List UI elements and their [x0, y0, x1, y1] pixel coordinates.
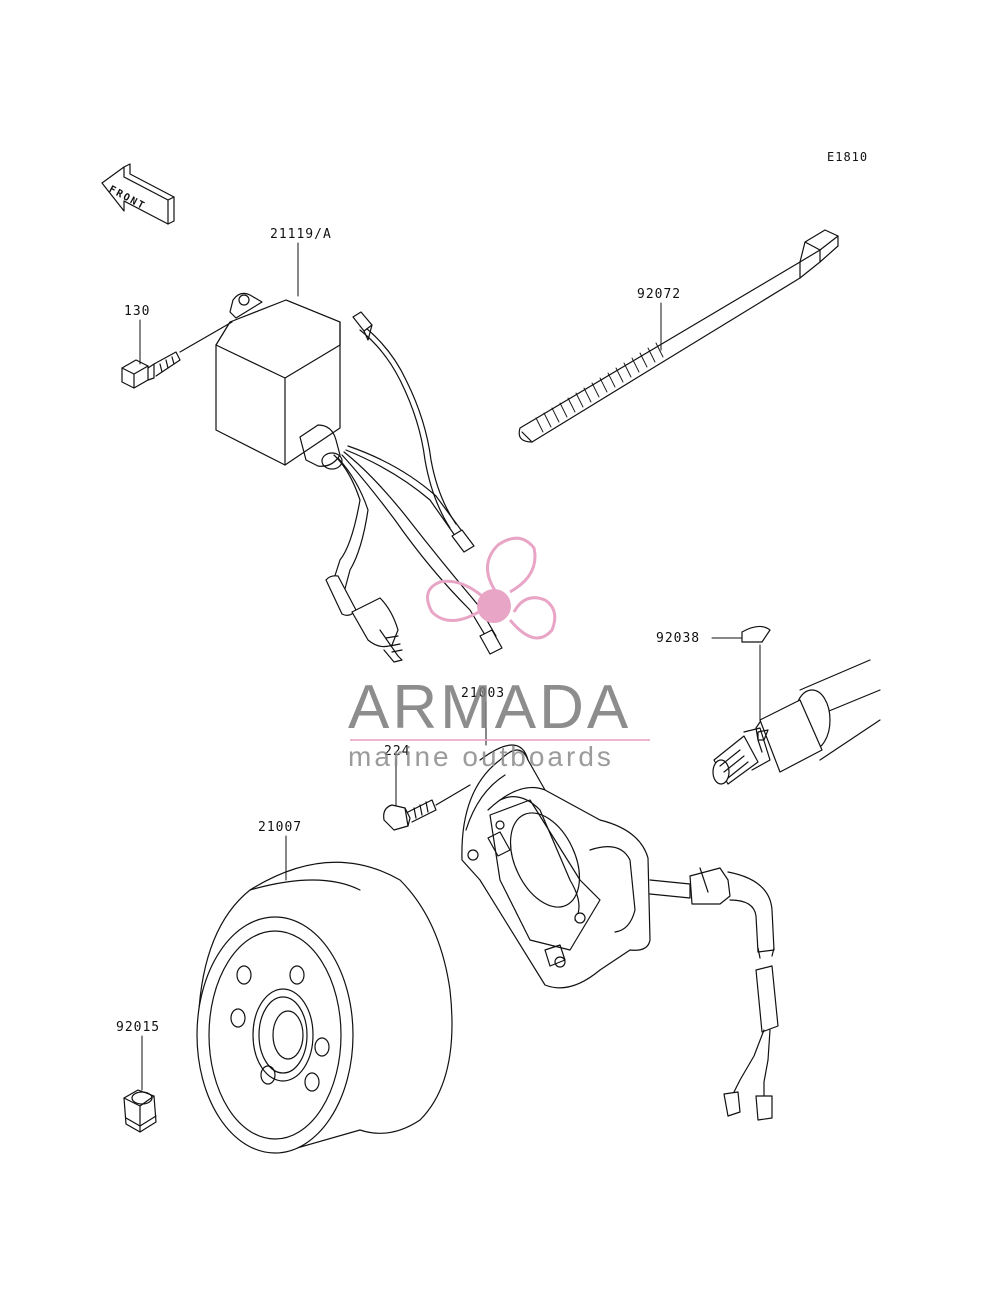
part-label-92015: 92015 — [116, 1020, 161, 1035]
part-label-130: 130 — [124, 304, 151, 319]
leader-lines — [140, 243, 760, 1090]
bolt-130-drawing — [122, 322, 232, 388]
nut-92015-drawing — [124, 1090, 156, 1132]
part-label-92038: 92038 — [656, 631, 701, 646]
front-arrow-icon — [102, 164, 174, 224]
part-label-21003: 21003 — [461, 686, 506, 701]
part-label-224: 224 — [384, 744, 411, 759]
watermark-divider — [350, 739, 650, 741]
cable-band-drawing — [519, 230, 838, 442]
diagram-code: E1810 — [827, 150, 869, 164]
woodruff-key-drawing — [742, 626, 770, 642]
flywheel-drawing — [197, 862, 452, 1153]
part-label-21119a: 21119/A — [270, 227, 332, 242]
watermark-brand: ARMADA — [348, 673, 632, 742]
watermark-tagline: marine outboards — [348, 741, 614, 772]
armada-logo-icon — [428, 538, 555, 638]
crankshaft-drawing — [713, 660, 880, 784]
cdi-unit-drawing — [216, 293, 502, 662]
part-label-21007: 21007 — [258, 820, 303, 835]
screw-224-drawing — [384, 785, 470, 830]
part-label-92072: 92072 — [637, 287, 682, 302]
stator-drawing — [462, 745, 778, 1120]
